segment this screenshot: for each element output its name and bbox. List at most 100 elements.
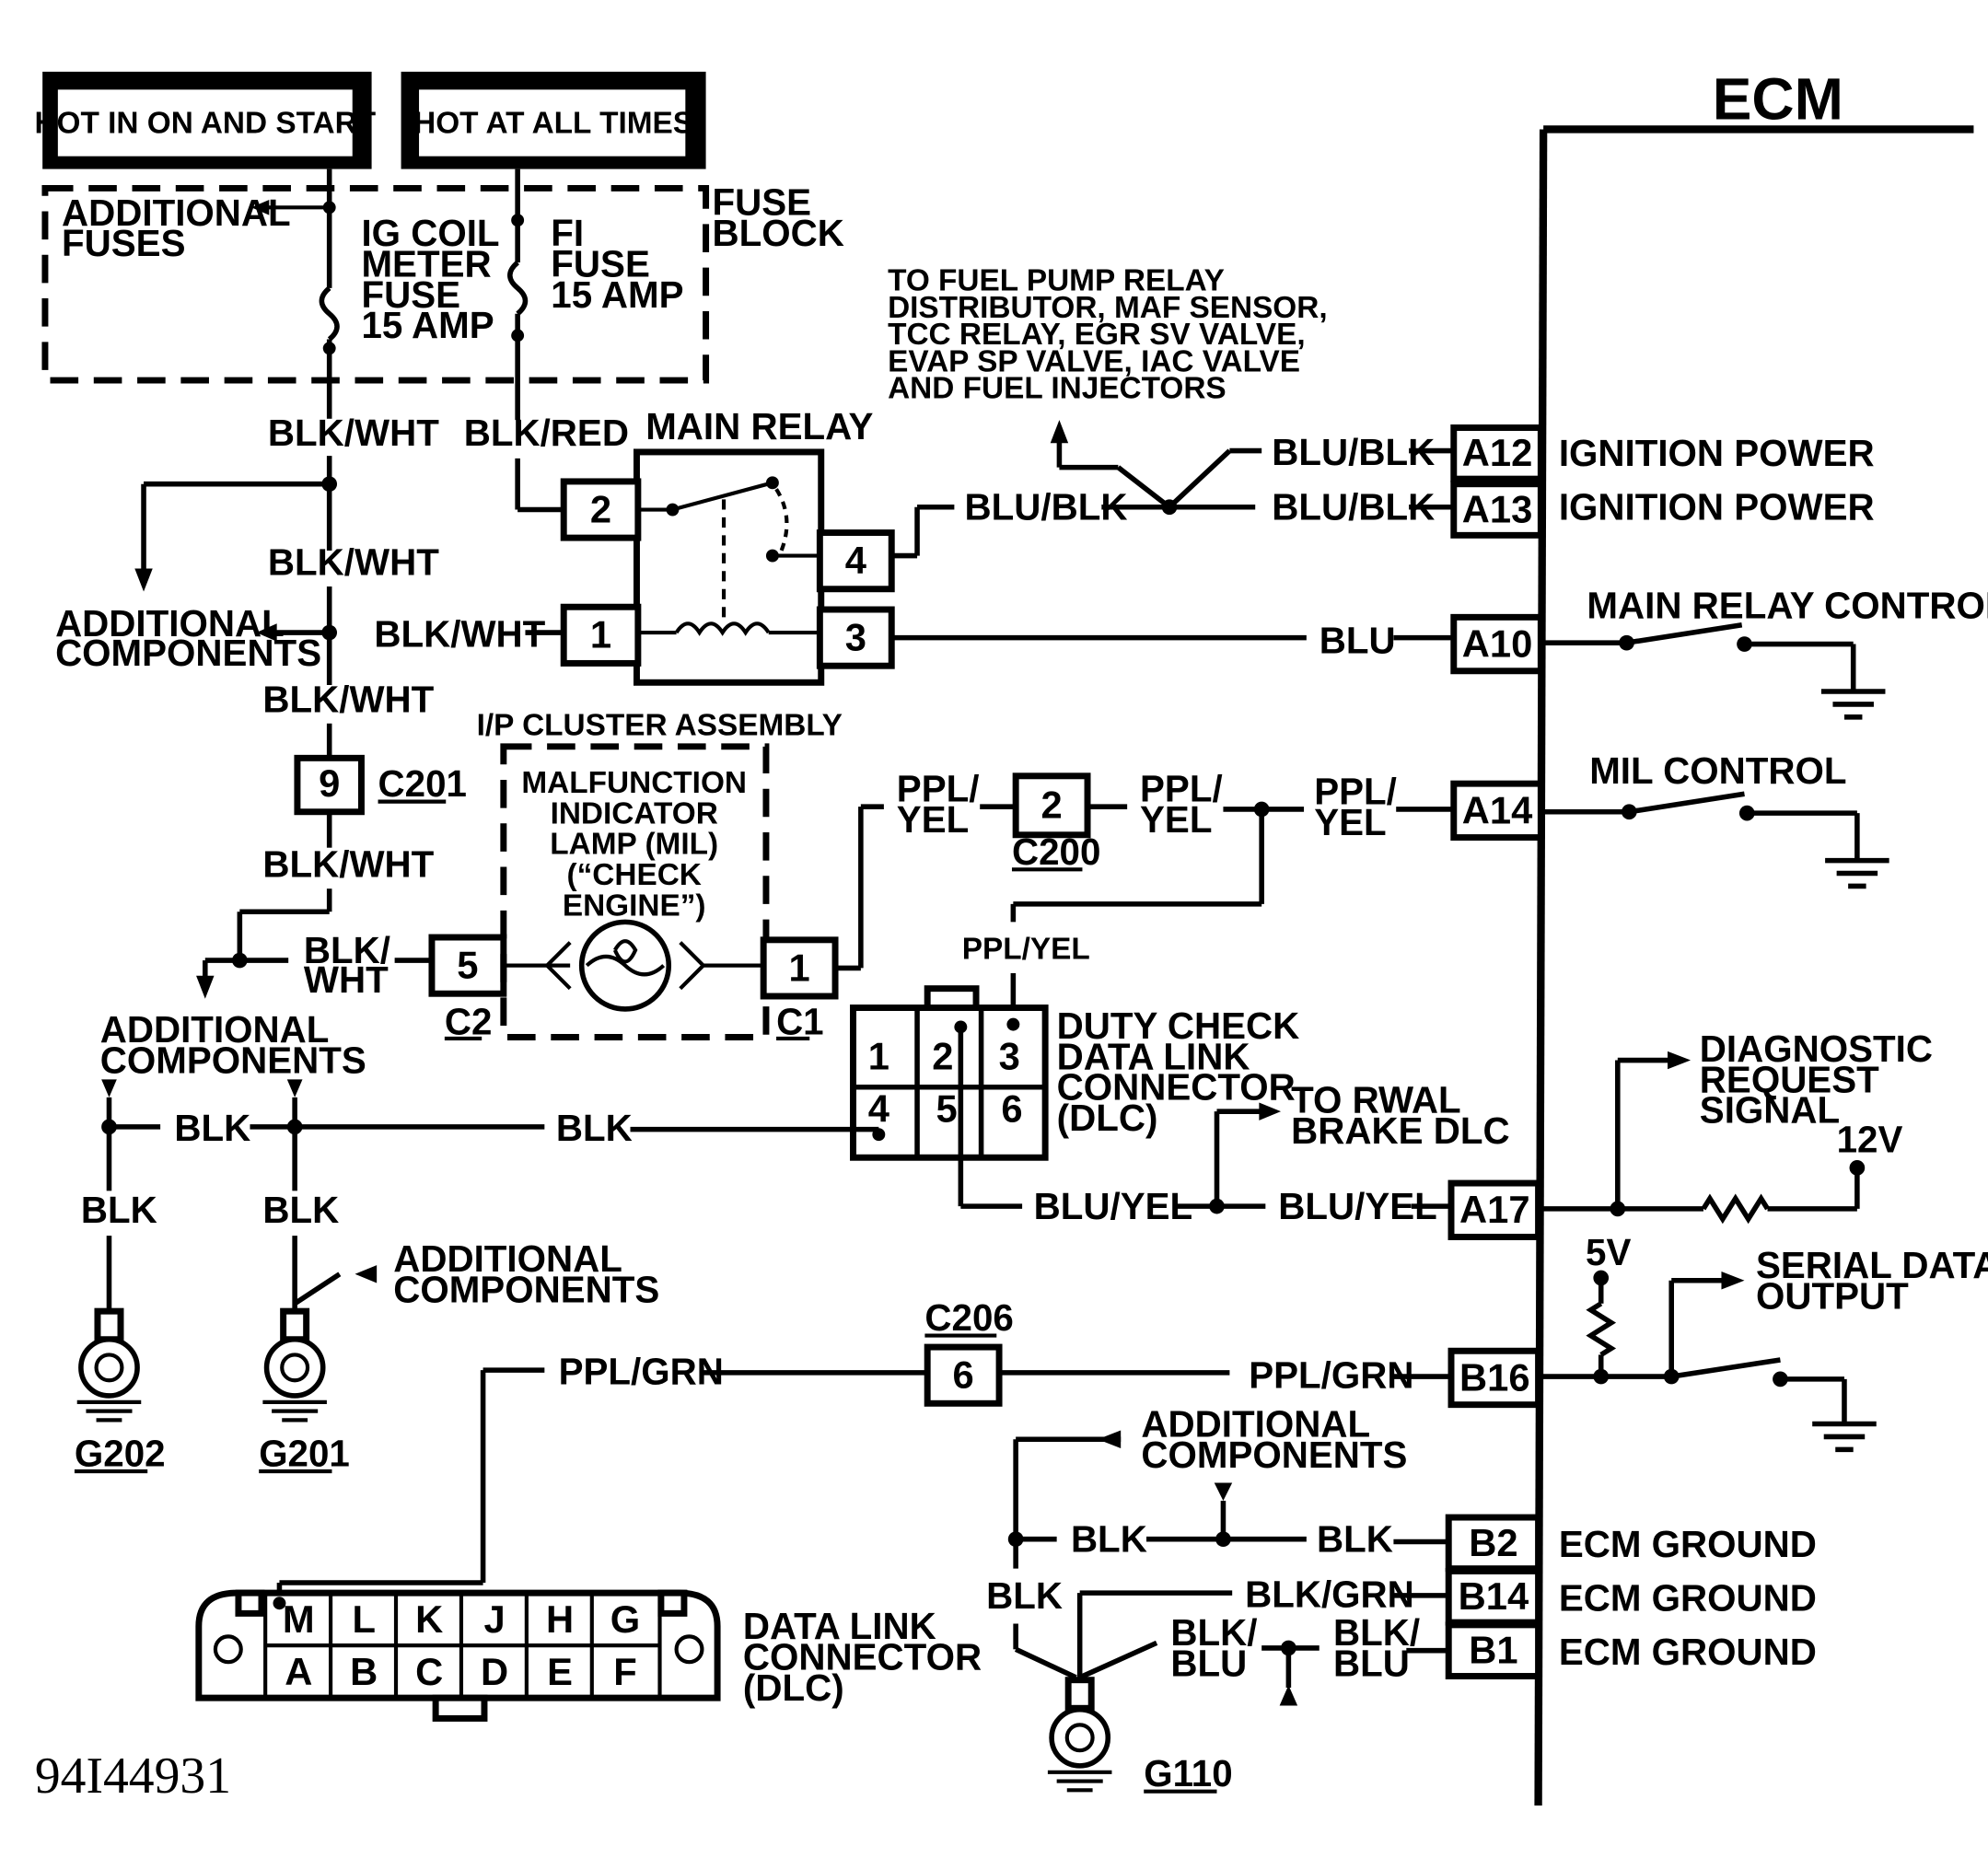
mil-label-2: INDICATOR (551, 796, 718, 830)
wire-label-blk-grn: BLK/GRN (1245, 1573, 1414, 1615)
ecm-label-a10: MAIN RELAY CONTROL (1587, 585, 1988, 627)
c200-label: C200 (1012, 830, 1100, 873)
blu-blk-circuit: BLU/BLK BLU/BLK BLU/BLK TO FUEL PUMP REL… (888, 264, 1454, 559)
duty-check-label-2: DATA LINK (1057, 1035, 1250, 1077)
blu-yel-circuit: BLU/YEL TO RWAL BRAKE DLC BLU/YEL (958, 1027, 1510, 1227)
figure-code: 94I44931 (35, 1748, 231, 1805)
dlc-pin-h: H (546, 1597, 574, 1641)
wire-label-blk-blu-2a: BLK/ (1333, 1611, 1420, 1654)
additional-components-1b: COMPONENTS (55, 632, 321, 674)
dlc-pin-5: 5 (936, 1086, 957, 1130)
hot-in-on-start-box: HOT IN ON AND START (34, 71, 377, 169)
ecm-label-b1: ECM GROUND (1559, 1631, 1817, 1673)
dlc-label-1: DATA LINK (743, 1605, 936, 1647)
wire-label-blk-blu-1b: BLU (1170, 1643, 1247, 1685)
dlc-pin-2: 2 (932, 1034, 953, 1077)
dlc-label-3: (DLC) (743, 1666, 844, 1709)
wire-label-blu-yel-2: BLU/YEL (1278, 1185, 1437, 1227)
wire-label-blk-6: BLK (1317, 1518, 1393, 1561)
wire-label-ppl-yel-1a: PPL/ (897, 768, 980, 810)
additional-components-2b: COMPONENTS (100, 1039, 366, 1081)
wire-label-blk-2: BLK (556, 1107, 633, 1149)
ppl-grn-circuit: PPL/GRN C206 6 PPL/GRN (276, 1296, 1452, 1604)
g201-label: G201 (259, 1432, 350, 1474)
ig-coil-fuse-1: IG COIL (361, 212, 499, 254)
diag-request-3: SIGNAL (1700, 1089, 1840, 1132)
main-relay-title: MAIN RELAY (645, 405, 873, 447)
ip-cluster-assembly: I/P CLUSTER ASSEMBLY MALFUNCTION INDICAT… (477, 708, 843, 1042)
fuse-block: FUSE BLOCK ADDITIONAL FUSES IG COIL METE… (41, 168, 844, 384)
ecm-pin-b14: B14 (1459, 1574, 1529, 1618)
wire-label-blk-red: BLK/RED (464, 412, 629, 454)
wire-label-blk-wht-3: BLK/WHT (374, 612, 545, 655)
fuel-pump-note-5: AND FUEL INJECTORS (888, 372, 1227, 406)
dlc-pin-d: D (481, 1650, 508, 1693)
ecm-pin-b1: B1 (1469, 1629, 1517, 1672)
hot-at-all-times-box: HOT AT ALL TIMES (401, 71, 706, 169)
main-relay: MAIN RELAY 2 4 1 3 (560, 405, 895, 686)
wire-label-blk-wht-6a: BLK/ (304, 929, 390, 971)
wire-label-ppl-yel-3b: YEL (1314, 801, 1386, 843)
wire-label-blu-blk-2: BLU/BLK (1272, 431, 1435, 473)
c1-pin: 1 (789, 946, 810, 989)
duty-check-label-1: DUTY CHECK (1057, 1004, 1300, 1047)
ecm-12v: 12V (1837, 1119, 1903, 1161)
additional-fuses-label-2: FUSES (62, 222, 185, 264)
additional-components-1a: ADDITIONAL (55, 602, 285, 644)
ecm-5v: 5V (1586, 1231, 1631, 1273)
mil-label-5: ENGINE”) (563, 888, 706, 923)
cluster-title: I/P CLUSTER ASSEMBLY (477, 708, 843, 742)
duty-check-label-4: (DLC) (1057, 1097, 1158, 1139)
ecm-pin-b2: B2 (1469, 1521, 1517, 1564)
wire-label-blk-wht-2: BLK/WHT (268, 540, 439, 583)
wire-label-blk-4: BLK (262, 1189, 339, 1231)
wire-label-blk-5: BLK (1071, 1518, 1147, 1561)
ecm-ground-circuit: BLK ADDITIONAL COMPONENTS BLK BLK BLK/GR… (986, 1402, 1449, 1794)
wire-label-ppl-yel-4: PPL/YEL (962, 933, 1090, 967)
relay-pin-1: 1 (590, 613, 611, 656)
relay-pin-4: 4 (845, 539, 866, 582)
c201-pin: 9 (319, 761, 340, 805)
data-link-connector: M L K J H G A B C D E F DATA LINK CONNEC… (195, 1589, 982, 1722)
wire-label-blk-wht-5: BLK/WHT (262, 843, 434, 886)
ig-coil-fuse-4: 15 AMP (361, 304, 494, 346)
hot-at-all-times-label: HOT AT ALL TIMES (413, 107, 693, 141)
wire-label-blu-blk-1: BLU/BLK (965, 486, 1128, 528)
ecm-label-b2: ECM GROUND (1559, 1523, 1817, 1565)
ecm-pin-a13: A13 (1462, 487, 1533, 530)
additional-components-3b: COMPONENTS (393, 1268, 659, 1310)
ppl-yel-circuit: PPL/ YEL 2 C200 PPL/ YEL PPL/ YEL PPL/YE… (835, 768, 1454, 1025)
dlc-pin-f: F (613, 1650, 636, 1693)
blu-circuit: BLU (891, 619, 1454, 661)
wire-label-blk-3: BLK (81, 1189, 157, 1231)
dlc-pin-e: E (547, 1650, 573, 1693)
relay-pin-2: 2 (590, 487, 611, 530)
hot-in-on-start-label: HOT IN ON AND START (34, 107, 376, 141)
c2-pin: 5 (457, 944, 478, 987)
dlc-pin-l: L (353, 1597, 376, 1641)
c1-label: C1 (776, 1001, 824, 1043)
dlc-pin-4: 4 (868, 1086, 889, 1130)
additional-fuses-label-1: ADDITIONAL (62, 192, 291, 234)
c2-label: C2 (445, 1001, 493, 1043)
mil-label-1: MALFUNCTION (521, 766, 747, 800)
c201-label: C201 (378, 762, 467, 805)
ecm-pin-a14: A14 (1462, 788, 1533, 831)
blk-wht-circuit: BLK/WHT BLK/WHT ADDITIONAL COMPONENTS BL… (55, 380, 564, 1081)
c206-label: C206 (924, 1296, 1013, 1339)
g202-label: G202 (75, 1432, 166, 1474)
dlc-pin-k: K (415, 1597, 443, 1641)
dlc-label-2: CONNECTOR (743, 1636, 982, 1678)
fuse-block-label-1: FUSE (713, 181, 812, 224)
additional-components-4b: COMPONENTS (1141, 1434, 1407, 1476)
wire-label-blk-wht-6b: WHT (304, 958, 389, 1001)
fi-fuse-1: FI (551, 212, 584, 254)
dlc-pin-b: B (350, 1650, 378, 1693)
ecm-label-a14: MIL CONTROL (1589, 749, 1846, 792)
wire-label-blk-wht-1: BLK/WHT (268, 412, 439, 454)
duty-check-dlc: 1 2 3 4 5 6 DUTY CHECK DATA LINK CONNECT… (850, 985, 1300, 1161)
additional-components-3a: ADDITIONAL (393, 1237, 622, 1280)
wire-label-ppl-grn-1: PPL/GRN (559, 1350, 724, 1392)
duty-check-label-3: CONNECTOR (1057, 1066, 1296, 1109)
